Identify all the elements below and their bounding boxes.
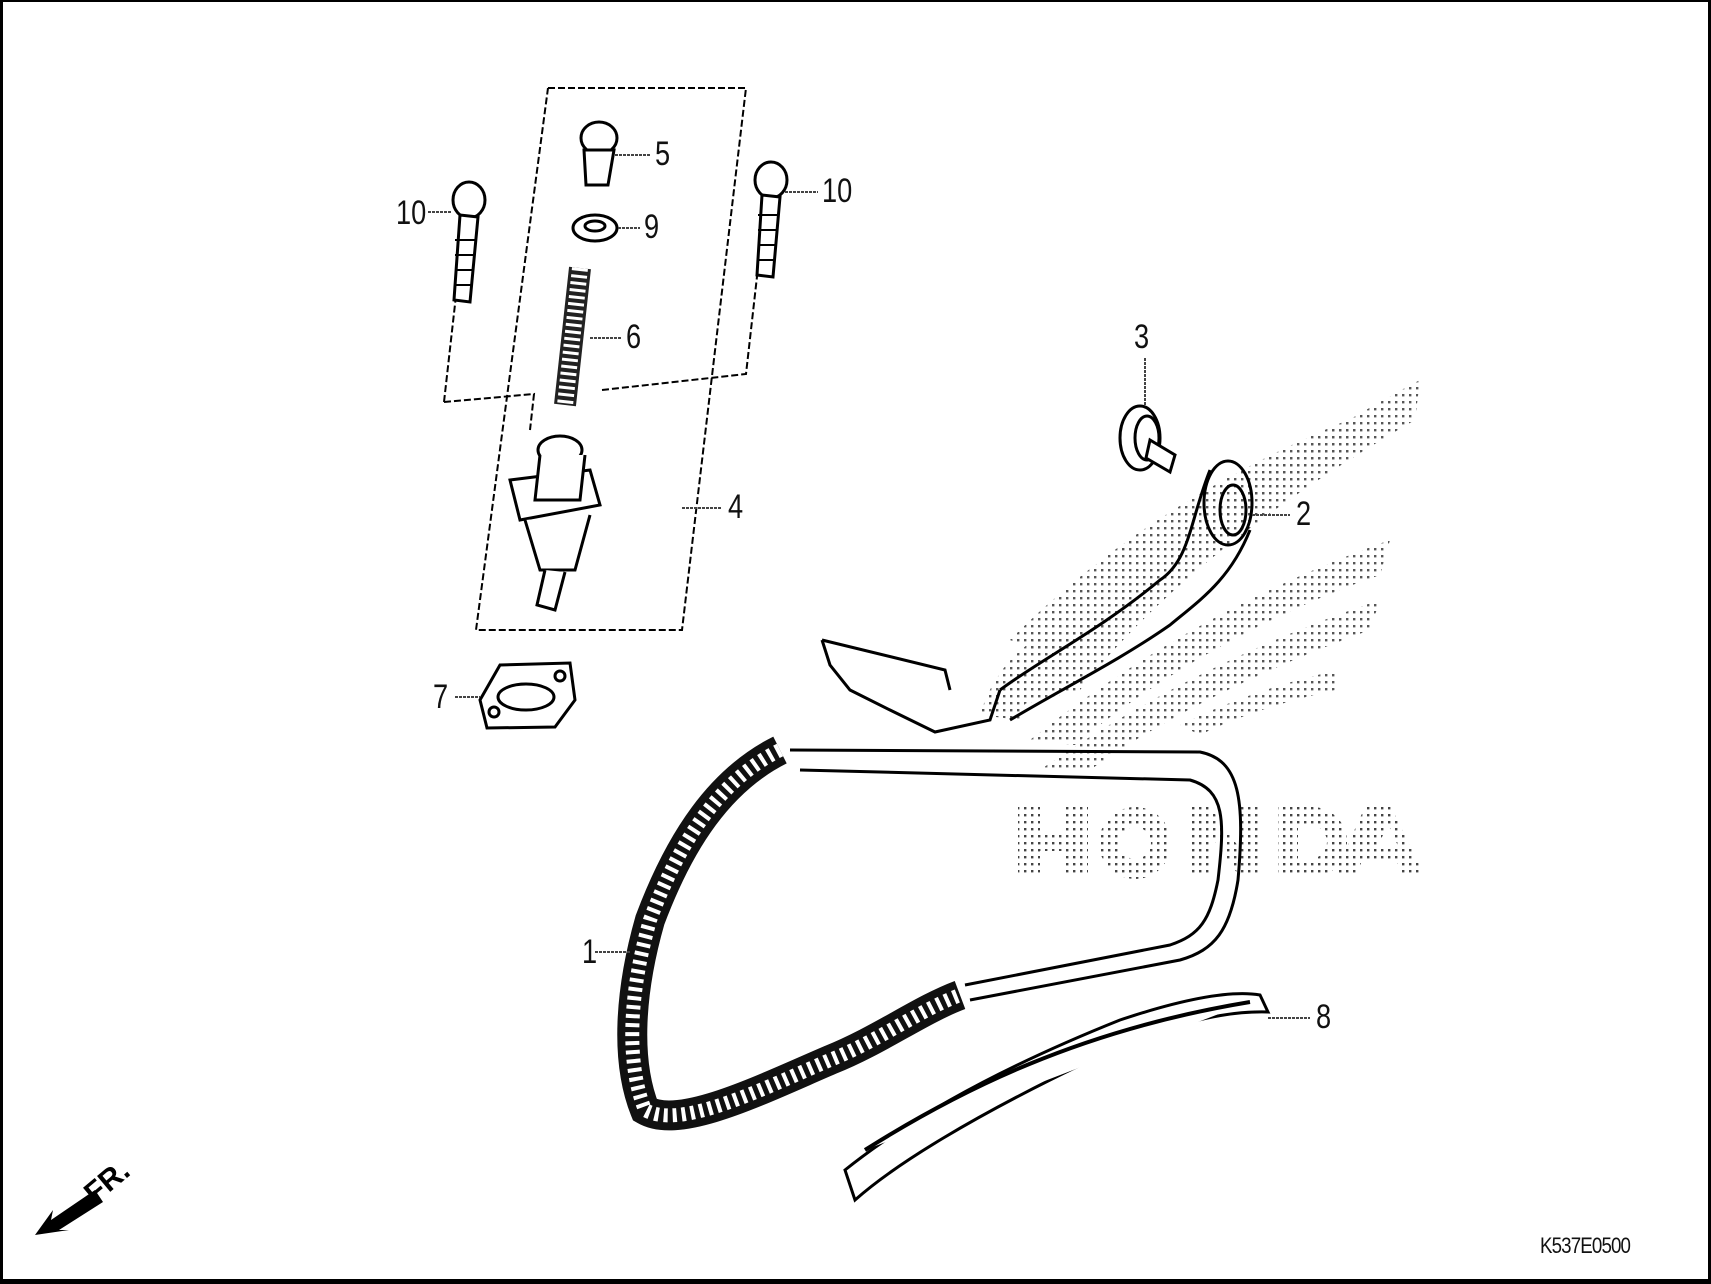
front-arrow-icon: [35, 1190, 103, 1235]
callout-9[interactable]: 9: [644, 208, 660, 246]
cam-chain-1: [617, 736, 1243, 1131]
callout-3[interactable]: 3: [1134, 318, 1150, 356]
leader-lines: [428, 154, 1310, 1019]
sealing-bolt-5: [579, 120, 619, 187]
callout-1[interactable]: 1: [582, 933, 598, 971]
chain-guide-8: [843, 992, 1271, 1203]
bolt-10-left: [451, 180, 487, 304]
tensioner-assembly-bracket: [443, 87, 761, 631]
tensioner-arm-2: [820, 459, 1254, 734]
callout-2[interactable]: 2: [1296, 495, 1312, 533]
tensioner-lifter-4: [508, 434, 602, 612]
diagram-code: K537E0500: [1540, 1233, 1631, 1258]
callout-10-right[interactable]: 10: [822, 172, 853, 210]
callout-7[interactable]: 7: [433, 678, 449, 716]
washer-9: [571, 213, 619, 243]
callout-5[interactable]: 5: [655, 135, 671, 173]
callout-8[interactable]: 8: [1316, 998, 1332, 1036]
callout-6[interactable]: 6: [626, 318, 642, 356]
gasket-7: [478, 661, 577, 730]
callout-10-left[interactable]: 10: [396, 194, 427, 232]
honda-text-watermark: [1018, 807, 1425, 879]
honda-wing-watermark: [980, 380, 1420, 770]
callout-4[interactable]: 4: [728, 488, 744, 526]
pivot-bolt-3: [1118, 404, 1177, 475]
spring-6: [554, 266, 591, 407]
bolt-10-right: [753, 160, 789, 279]
